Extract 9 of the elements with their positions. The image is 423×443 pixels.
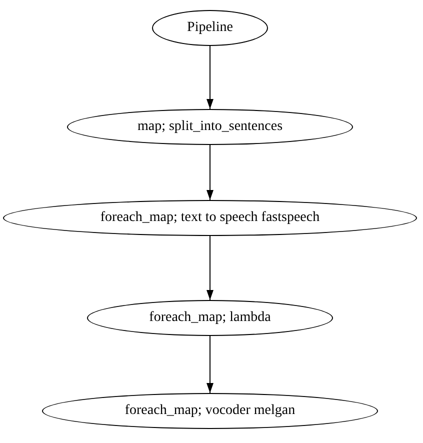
node-label: map; split_into_sentences <box>137 119 283 135</box>
arrow <box>206 46 214 110</box>
node-label: Pipeline <box>187 20 233 36</box>
arrow <box>206 236 214 300</box>
arrow <box>206 336 214 394</box>
node-label: foreach_map; text to speech fastspeech <box>100 210 320 226</box>
arrow <box>206 144 214 200</box>
node-label: foreach_map; lambda <box>149 310 271 326</box>
node-label: foreach_map; vocoder melgan <box>124 403 296 419</box>
